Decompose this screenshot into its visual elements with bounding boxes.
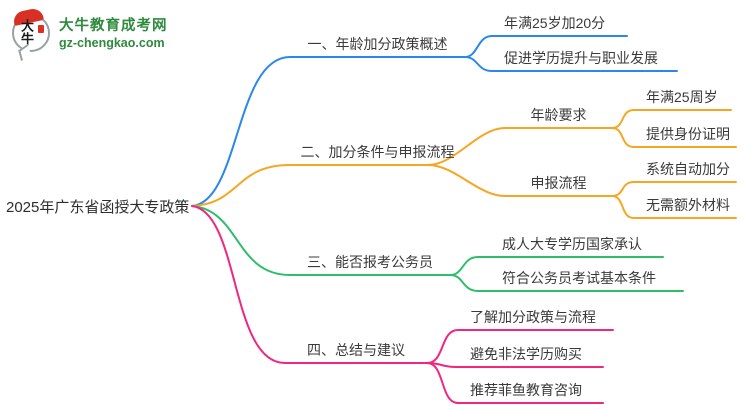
branch4-leaf3-line xyxy=(426,362,604,404)
branch1-leaf1-line xyxy=(464,35,628,58)
branch4-leaf2-line xyxy=(426,362,604,368)
branch3-leaf1-label: 成人大专学历国家承认 xyxy=(502,236,642,252)
site-url: gz-chengkao.com xyxy=(59,36,165,50)
branch2-sub2-leaf2-line xyxy=(611,195,737,219)
branch4-line xyxy=(191,205,428,364)
branch2-sub1-label: 年龄要求 xyxy=(530,107,587,123)
branch4-label: 四、总结与建议 xyxy=(307,342,405,358)
branch3-leaf1-line xyxy=(449,256,664,276)
branch2-sub1-leaf1-line xyxy=(611,109,732,129)
branch4-leaf1-line xyxy=(426,329,614,364)
site-name: 大牛教育成考网 xyxy=(59,18,168,34)
branch2-line xyxy=(191,164,429,207)
branch1-line xyxy=(191,56,466,207)
branch2-sub2-line xyxy=(427,164,613,197)
branch2-label: 二、加分条件与申报流程 xyxy=(300,144,455,160)
branch4-leaf3-label: 推荐菲鱼教育咨询 xyxy=(470,382,582,398)
logo-bubble-text: 大牛 xyxy=(19,19,34,45)
branch2-sub1-leaf2-line xyxy=(611,127,737,148)
branch3-label: 三、能否报考公务员 xyxy=(307,254,433,270)
logo-seal-icon xyxy=(38,25,44,33)
branch1-leaf2-label: 促进学历提升与职业发展 xyxy=(504,50,658,66)
branch2-sub2-label: 申报流程 xyxy=(530,175,587,191)
logo-bubble-icon: 大牛 xyxy=(11,7,50,62)
branch4-leaf1-label: 了解加分政策与流程 xyxy=(470,309,596,325)
branch3-line xyxy=(191,205,451,276)
branch2-sub2-leaf1-line xyxy=(611,181,737,197)
branch2-sub1-line xyxy=(427,127,613,166)
branch3-leaf2-label: 符合公务员考试基本条件 xyxy=(502,270,656,286)
branch1-label: 一、年龄加分政策概述 xyxy=(307,36,448,52)
branch2-sub2-leaf1-label: 系统自动加分 xyxy=(646,161,730,177)
branch1-leaf1-label: 年满25岁加20分 xyxy=(504,15,606,31)
branch2-sub2-leaf2-label: 无需额外材料 xyxy=(646,197,730,213)
branch2-sub1-leaf1-label: 年满25周岁 xyxy=(646,89,718,105)
site-logo: 大牛 大牛教育成考网 gz-chengkao.com xyxy=(11,7,168,62)
branch1-leaf2-line xyxy=(464,56,678,72)
branch3-leaf2-line xyxy=(449,274,684,292)
branch4-leaf2-label: 避免非法学历购买 xyxy=(470,346,582,362)
branch2-sub1-leaf2-label: 提供身份证明 xyxy=(646,126,730,142)
logo-text-block: 大牛教育成考网 gz-chengkao.com xyxy=(59,14,168,50)
root-topic: 2025年广东省函授大专政策 xyxy=(6,199,190,216)
